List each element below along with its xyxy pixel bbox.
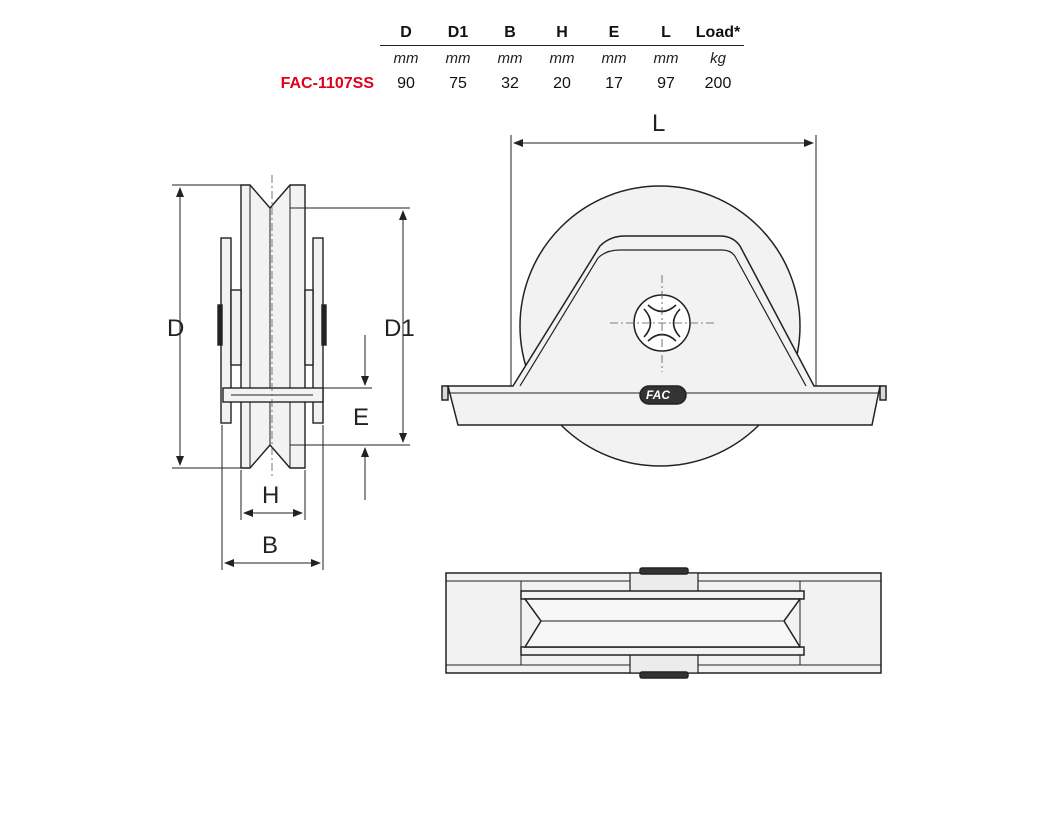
value-b: 32 xyxy=(501,74,519,92)
value-load: 200 xyxy=(704,74,732,92)
wheel-profile xyxy=(240,184,306,469)
col-header-l: L xyxy=(640,20,692,46)
dim-label-l: L xyxy=(652,110,665,137)
unit-load: kg xyxy=(710,50,726,67)
model-code: FAC-1107SS xyxy=(280,74,374,92)
spec-table: D D1 B H E L Load* mm mm mm mm mm mm kg … xyxy=(260,20,744,96)
wheel-rim-top xyxy=(520,590,805,600)
dim-label-b: B xyxy=(262,532,278,559)
fac-logo xyxy=(639,385,687,405)
wheel-rim-bottom xyxy=(520,646,805,656)
spec-header-row: D D1 B H E L Load* xyxy=(260,20,744,46)
value-h: 20 xyxy=(553,74,571,92)
col-header-d1: D1 xyxy=(432,20,484,46)
plate-end-right xyxy=(879,385,887,401)
col-header-h: H xyxy=(536,20,588,46)
unit-l: mm xyxy=(653,50,679,67)
unit-d1: mm xyxy=(445,50,471,67)
bearing-left xyxy=(230,289,242,366)
dim-label-h: H xyxy=(262,482,279,509)
unit-e: mm xyxy=(601,50,627,67)
wheel-groove xyxy=(523,598,802,648)
bearing-right xyxy=(304,289,314,366)
side-dimensions xyxy=(172,184,410,570)
value-d: 90 xyxy=(397,74,415,92)
top-view xyxy=(445,567,882,679)
col-header-load: Load* xyxy=(692,20,744,46)
dim-label-d1: D1 xyxy=(384,315,415,342)
axle-top xyxy=(639,567,689,575)
logo-text: FAC xyxy=(646,388,670,402)
dim-label-d: D xyxy=(167,315,184,342)
dim-label-e: E xyxy=(353,404,369,431)
axle-nut-right xyxy=(321,304,327,346)
axle-bottom xyxy=(639,671,689,679)
value-l: 97 xyxy=(657,74,675,92)
unit-d: mm xyxy=(393,50,419,67)
unit-h: mm xyxy=(549,50,575,67)
col-header-d: D xyxy=(380,20,432,46)
col-header-e: E xyxy=(588,20,640,46)
front-view xyxy=(441,185,887,467)
plate-end-left xyxy=(441,385,449,401)
unit-b: mm xyxy=(497,50,523,67)
front-dimensions xyxy=(510,135,817,386)
spec-units-row: mm mm mm mm mm mm kg xyxy=(260,46,744,72)
value-d1: 75 xyxy=(449,74,467,92)
col-header-b: B xyxy=(484,20,536,46)
axle-nut-left xyxy=(217,304,223,346)
value-e: 17 xyxy=(605,74,623,92)
side-view xyxy=(217,175,327,478)
table-row: FAC-1107SS 90 75 32 20 17 97 200 xyxy=(260,71,744,96)
